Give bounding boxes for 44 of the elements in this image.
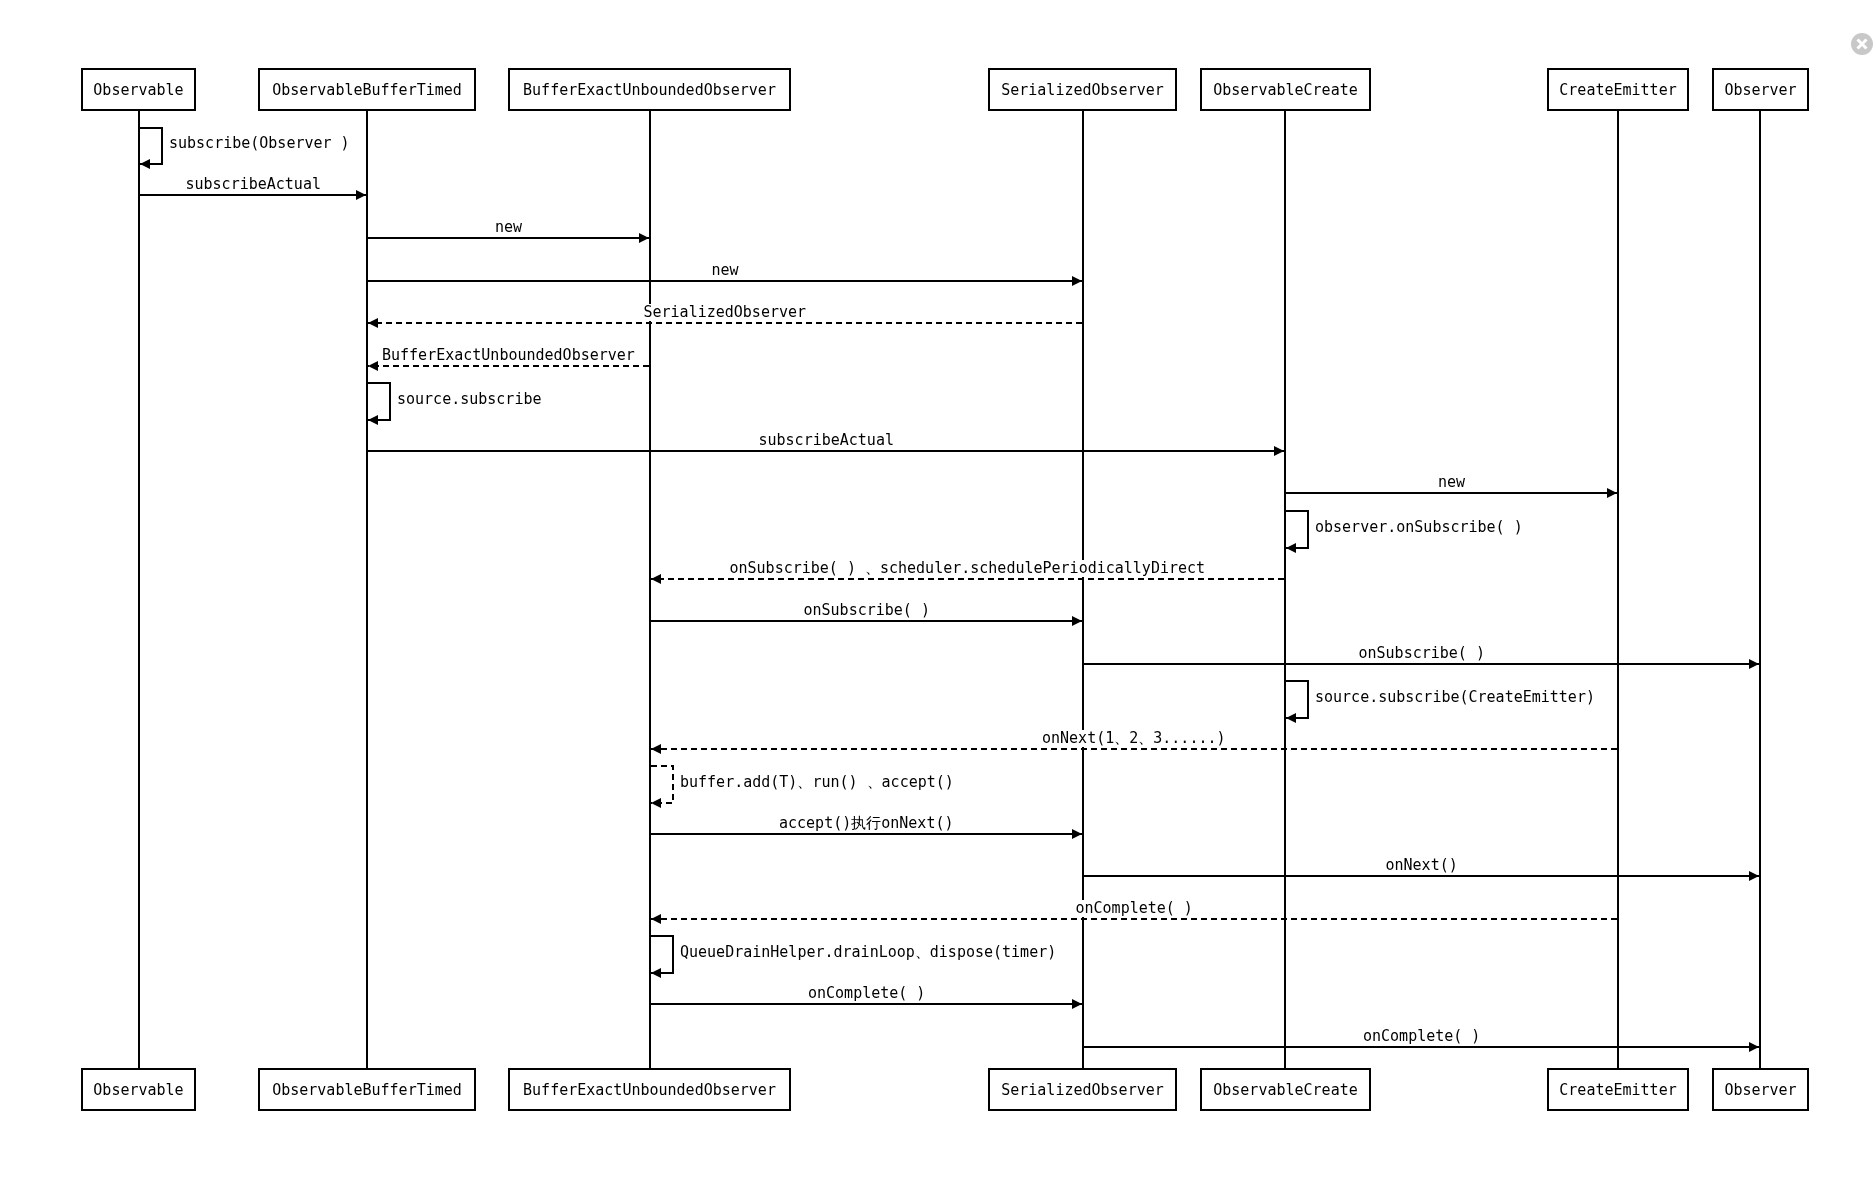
message-arrow — [139, 190, 367, 200]
lifeline — [366, 111, 368, 1068]
self-call-arrow — [650, 935, 674, 978]
lifeline — [1759, 111, 1761, 1068]
lifeline — [1617, 111, 1619, 1068]
message-arrow — [650, 616, 1083, 626]
message-arrow — [1285, 488, 1618, 498]
self-call-arrow — [1285, 510, 1309, 553]
return-arrow — [650, 574, 1285, 584]
message-label: SerializedObserver — [641, 304, 809, 321]
participant-box: Observer — [1712, 1068, 1809, 1111]
lifeline — [138, 111, 140, 1068]
participant-box: ObservableBufferTimed — [258, 68, 476, 111]
participant-box: CreateEmitter — [1547, 1068, 1689, 1111]
lifeline — [1082, 111, 1084, 1068]
message-arrow — [650, 999, 1083, 1009]
message-arrow — [650, 829, 1083, 839]
lifeline — [649, 111, 651, 1068]
message-arrow — [367, 233, 650, 243]
self-call-arrow — [1285, 680, 1309, 723]
participant-box: ObservableBufferTimed — [258, 1068, 476, 1111]
participant-box: SerializedObserver — [988, 68, 1177, 111]
message-arrow — [367, 276, 1083, 286]
participant-box: ObservableCreate — [1200, 68, 1371, 111]
participant-box: Observable — [81, 1068, 196, 1111]
participant-box: ObservableCreate — [1200, 1068, 1371, 1111]
lifeline — [1284, 111, 1286, 1068]
message-arrow — [1083, 659, 1760, 669]
participant-box: BufferExactUnboundedObserver — [508, 68, 791, 111]
message-arrow — [1083, 871, 1760, 881]
message-arrow — [367, 446, 1285, 456]
self-call-arrow — [139, 127, 163, 169]
participant-box: SerializedObserver — [988, 1068, 1177, 1111]
return-arrow — [650, 744, 1618, 754]
return-arrow — [367, 361, 650, 371]
self-call-arrow — [367, 382, 391, 425]
participant-box: BufferExactUnboundedObserver — [508, 1068, 791, 1111]
participant-box: Observable — [81, 68, 196, 111]
return-arrow — [367, 318, 1083, 328]
self-call-arrow — [650, 765, 674, 808]
message-arrow — [1083, 1042, 1760, 1052]
participant-box: CreateEmitter — [1547, 68, 1689, 111]
participant-box: Observer — [1712, 68, 1809, 111]
return-arrow — [650, 914, 1618, 924]
